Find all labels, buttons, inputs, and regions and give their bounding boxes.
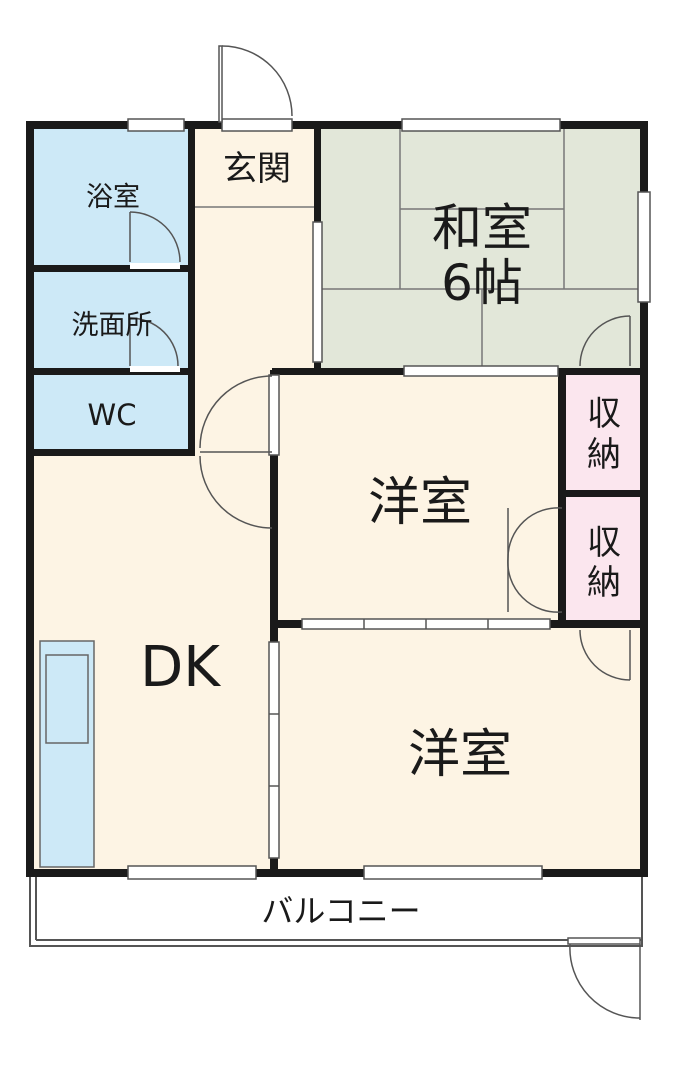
washroom-label: 洗面所 xyxy=(72,310,153,341)
storage-lower-line2: 納 xyxy=(587,563,621,603)
windows xyxy=(127,118,651,880)
washroom-room xyxy=(34,271,192,369)
wc-room xyxy=(34,373,192,451)
dk-label: DK xyxy=(140,635,221,700)
japanese-room-size: 6帖 xyxy=(441,254,523,312)
wc-label: WC xyxy=(88,398,137,432)
corridor-lower xyxy=(194,373,274,455)
balcony-area xyxy=(29,875,643,947)
japanese-room-label: 和室 xyxy=(432,199,532,257)
storage-lower-line1: 収 xyxy=(587,523,621,563)
storage-upper-line1: 収 xyxy=(587,394,621,434)
storage-upper-room xyxy=(566,373,642,495)
kitchen-sink xyxy=(45,654,89,744)
bath-room xyxy=(34,127,192,269)
storage-lower-room xyxy=(566,497,642,623)
western-room-lower xyxy=(278,627,642,873)
entrance-corridor xyxy=(194,127,318,373)
sliding-doors xyxy=(268,221,559,859)
storage-upper-line2: 納 xyxy=(587,435,621,475)
western-room-upper-label: 洋室 xyxy=(368,473,472,533)
bath-label: 浴室 xyxy=(86,182,140,213)
western-room-lower-label: 洋室 xyxy=(408,725,512,785)
entrance-label: 玄関 xyxy=(223,149,291,189)
kitchen-counter xyxy=(39,640,95,868)
tatami-lines xyxy=(320,127,642,371)
swing-doors xyxy=(129,45,641,1020)
western-room-upper xyxy=(278,373,562,623)
japanese-room xyxy=(320,127,642,371)
balcony-label: バルコニー xyxy=(261,892,420,930)
